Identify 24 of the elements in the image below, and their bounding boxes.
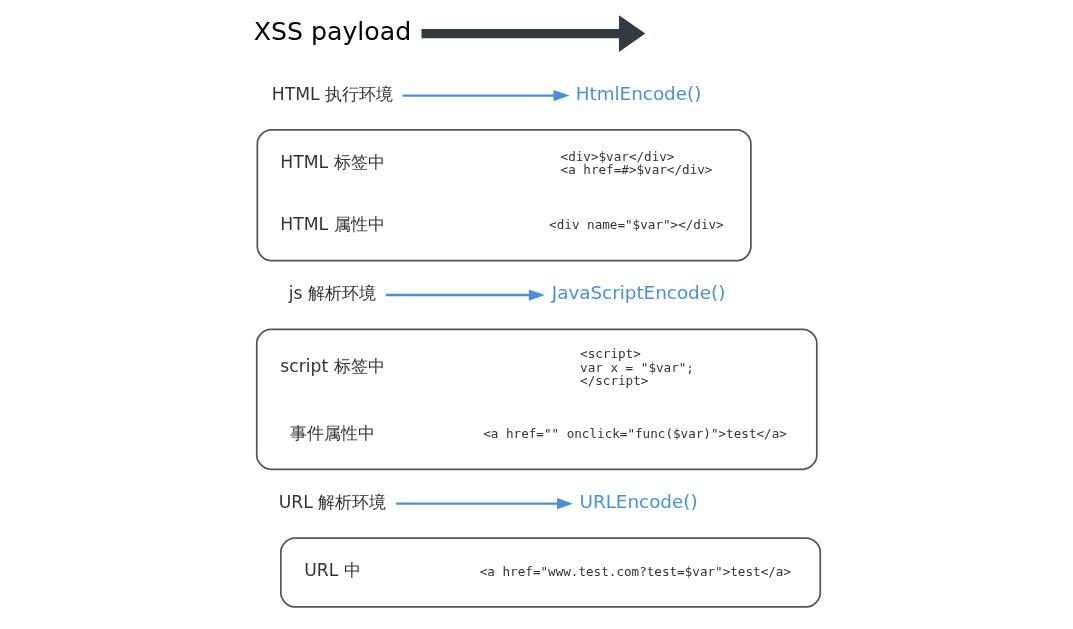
cluster [279,537,822,608]
arrow [396,498,574,510]
cluster [255,328,818,471]
node-text: <a href="" onclick="func($var)">test</a> [483,426,787,442]
node-text: JavaScriptEncode() [551,282,726,304]
cluster [256,129,752,262]
node-text: <div name="$var"></div> [549,217,724,233]
arrow [421,15,646,53]
node-text: HTML 执行环境 [271,83,394,104]
node-text: HTML 标签中 [280,152,385,173]
node-text: <div>$var</div> <a href=#>$var</div> [560,148,713,178]
arrow [402,89,570,102]
node-text: XSS payload [253,17,412,47]
node-text: URL 中 [304,560,361,581]
node-text: HtmlEncode() [575,82,702,104]
node-text: <a href="www.test.com?test=$var">test</a> [479,563,792,579]
node-text: URL 解析环境 [278,491,387,512]
node-text: 事件属性中 [289,422,375,443]
node-text: <script> var x = "$var"; </script> [580,345,694,389]
arrow [385,289,545,301]
node-text: script 标签中 [280,356,385,377]
node-text: URLEncode() [579,491,698,513]
node-text: js 解析环境 [288,283,377,304]
node-text: HTML 属性中 [280,214,385,235]
